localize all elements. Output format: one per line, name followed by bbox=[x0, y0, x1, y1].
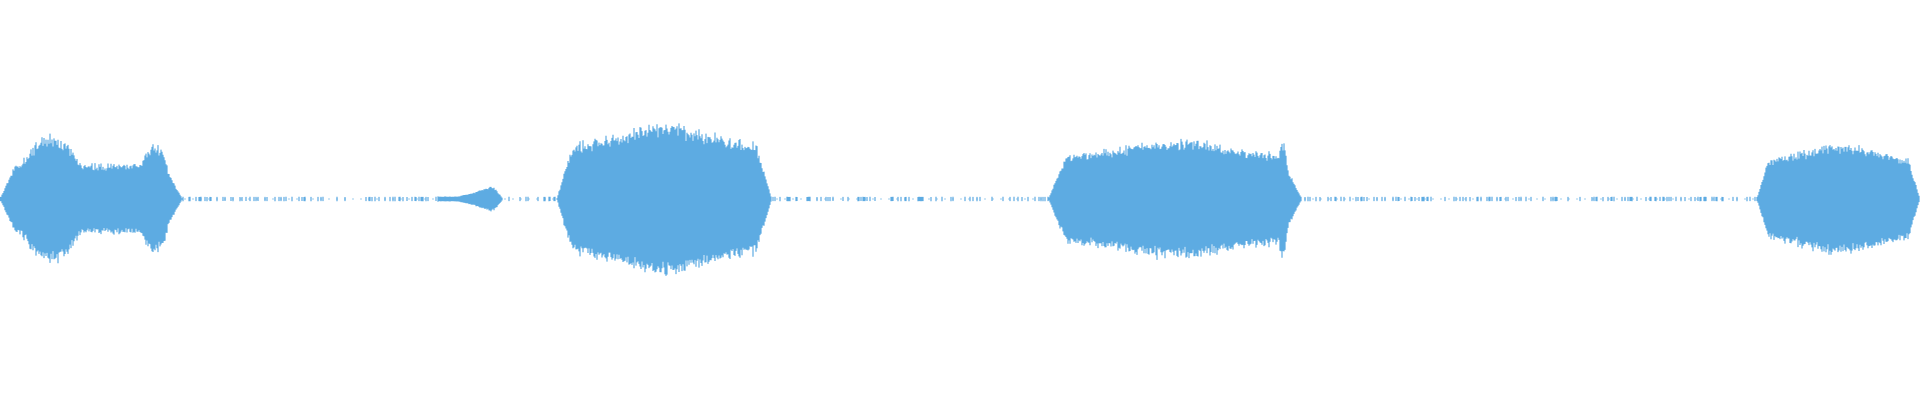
audio-segment-1 bbox=[0, 121, 182, 277]
audio-segment-4 bbox=[1048, 121, 1301, 277]
audio-segment-5 bbox=[1757, 121, 1920, 277]
audio-segment-2 bbox=[438, 121, 503, 277]
audio-segment-3 bbox=[557, 121, 772, 277]
waveform-samples bbox=[0, 121, 1920, 277]
waveform-path bbox=[0, 123, 1920, 276]
